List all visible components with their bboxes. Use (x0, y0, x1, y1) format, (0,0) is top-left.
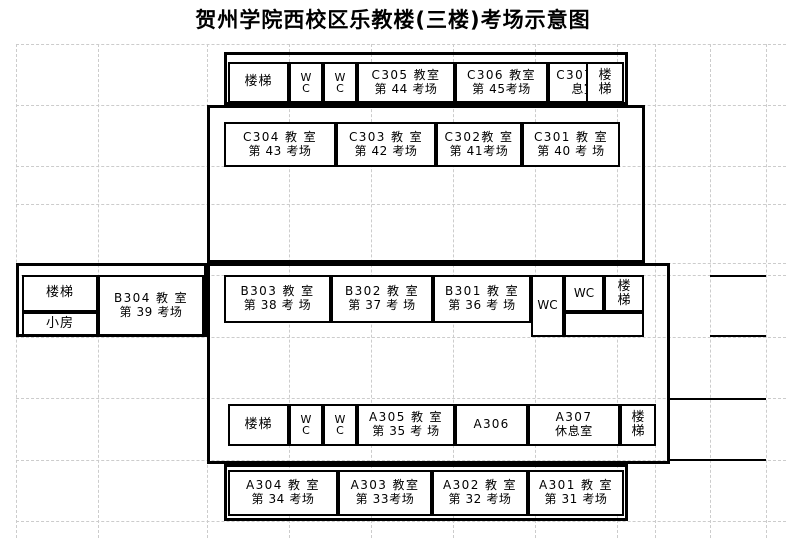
room-label-line1: B302 教 室 (345, 284, 419, 299)
room-c302[interactable]: C302教 室 第 41考场 (436, 122, 522, 167)
room-b304[interactable]: B304 教 室 第 39 考场 (98, 275, 204, 336)
room-label-line2: 第 34 考场 (251, 492, 315, 506)
room-label-line2: 第 44 考场 (374, 81, 438, 96)
wing-c-south-outline (207, 105, 645, 263)
room-label-line1: W (334, 413, 346, 426)
room-label-line1: A307 (555, 410, 593, 425)
room-b-west-stairs[interactable]: 楼梯 (22, 275, 98, 312)
room-c305[interactable]: C305 教室 第 44 考场 (357, 62, 455, 103)
room-c304[interactable]: C304 教 室 第 43 考场 (224, 122, 336, 167)
room-label-line2: 第 33考场 (355, 492, 415, 506)
room-b-main-wc-2[interactable]: WC (564, 275, 604, 312)
room-a305[interactable]: A305 教 室 第 35 考 场 (357, 404, 455, 446)
room-label-line2: 第 45考场 (472, 81, 531, 96)
room-label-line1: C304 教 室 (242, 129, 318, 144)
room-label-line1: C303 教 室 (348, 129, 424, 144)
room-label-line1: C305 教室 (371, 67, 441, 82)
room-label-line2: 第 32 考场 (448, 492, 512, 506)
room-label-line1: 楼梯 (244, 416, 273, 432)
room-a301[interactable]: A301 教 室 第 31 考场 (528, 470, 624, 516)
right-annex-top-wall (710, 275, 766, 277)
room-label-line1: B301 教 室 (445, 284, 519, 299)
room-c301[interactable]: C301 教 室 第 40 考 场 (522, 122, 620, 167)
room-label-line1: W (300, 413, 312, 426)
room-a-north-stairs-2[interactable]: 楼 梯 (620, 404, 656, 446)
room-label-line2: 第 35 考 场 (372, 424, 440, 438)
room-c-north-stairs-2[interactable]: 楼 梯 (586, 62, 624, 103)
room-label-line2: C (336, 424, 344, 437)
room-c-north-stairs-1[interactable]: 楼梯 (228, 62, 289, 103)
room-label-line2: 梯 (598, 81, 612, 97)
room-label-line1: WC (573, 285, 595, 300)
room-label-line1: A305 教 室 (369, 410, 443, 425)
room-b301[interactable]: B301 教 室 第 36 考 场 (433, 275, 531, 323)
b-main-void-cell (564, 312, 644, 337)
room-b-main-stairs[interactable]: 楼 梯 (604, 275, 644, 312)
room-label-line2: 梯 (617, 292, 631, 308)
room-label-line1: WC (537, 298, 558, 313)
room-label-line2: C (302, 81, 310, 95)
room-label-line2: 第 38 考 场 (243, 298, 312, 312)
room-label-line2: 第 40 考 场 (537, 143, 605, 158)
room-label-line1: 楼 (631, 410, 645, 426)
room-label-line2: 第 42 考场 (354, 143, 418, 158)
room-c303[interactable]: C303 教 室 第 42 考场 (336, 122, 436, 167)
room-label-line1: 楼 (617, 278, 631, 294)
room-label-line1: A306 (473, 417, 510, 432)
room-label-line2: 第 31 考场 (544, 492, 608, 506)
wing-b-main-outline (207, 263, 670, 464)
room-label-line2: 第 37 考 场 (348, 298, 416, 312)
room-label-line1: C301 教 室 (533, 129, 609, 144)
right-annex-bottom-wall (710, 335, 766, 337)
room-label-line2: C (336, 81, 344, 95)
room-label-line1: A304 教 室 (246, 478, 320, 493)
room-label-line1: C302教 室 (444, 129, 514, 144)
room-b302[interactable]: B302 教 室 第 37 考 场 (331, 275, 433, 323)
room-label-line1: 楼梯 (45, 285, 74, 301)
room-label-line1: 楼 (598, 67, 612, 83)
wing-c-north-outline (224, 52, 628, 105)
room-c306[interactable]: C306 教室 第 45考场 (455, 62, 548, 103)
room-a303[interactable]: A303 教室 第 33考场 (338, 470, 432, 516)
room-label-line2: 休息室 (555, 424, 593, 438)
room-label-line2: 第 39 考场 (119, 304, 183, 319)
room-label-line1: A303 教室 (350, 478, 420, 493)
room-label-line1: A302 教 室 (443, 478, 517, 493)
room-b-west-storage[interactable]: 小房 (22, 312, 98, 336)
room-label-line2: 第 36 考 场 (448, 298, 516, 312)
room-label-line2: 第 41考场 (449, 143, 509, 158)
room-b-main-wc-1[interactable]: WC (531, 275, 564, 337)
room-label-line2: 梯 (631, 424, 645, 439)
room-c-north-wc-2[interactable]: W C (323, 62, 357, 103)
room-label-line1: W (300, 70, 312, 84)
room-label-line2: 第 43 考场 (248, 143, 312, 158)
lower-right-annex-top-wall (670, 398, 766, 400)
room-a307[interactable]: A307 休息室 (528, 404, 620, 446)
room-label-line1: C306 教室 (467, 67, 536, 82)
room-label-line1: 楼梯 (244, 74, 273, 90)
room-b303[interactable]: B303 教 室 第 38 考 场 (224, 275, 331, 323)
room-a304[interactable]: A304 教 室 第 34 考场 (228, 470, 338, 516)
room-a-north-stairs-1[interactable]: 楼梯 (228, 404, 289, 446)
room-label-line2: C (302, 424, 310, 437)
page-title: 贺州学院西校区乐教楼(三楼)考场示意图 (195, 8, 591, 32)
room-label-line1: A301 教 室 (539, 478, 613, 493)
lower-right-annex-bottom-wall (670, 459, 766, 461)
room-a302[interactable]: A302 教 室 第 32 考场 (432, 470, 528, 516)
room-label-line1: B304 教 室 (114, 290, 188, 305)
room-label-line1: 小房 (45, 315, 74, 331)
room-a-north-wc-1[interactable]: W C (289, 404, 323, 446)
room-a-north-wc-2[interactable]: W C (323, 404, 357, 446)
room-a306[interactable]: A306 (455, 404, 528, 446)
room-label-line1: W (334, 70, 346, 84)
room-label-line1: B303 教 室 (240, 284, 315, 299)
wing-a-south-outline (224, 464, 628, 521)
room-c-north-wc-1[interactable]: W C (289, 62, 323, 103)
